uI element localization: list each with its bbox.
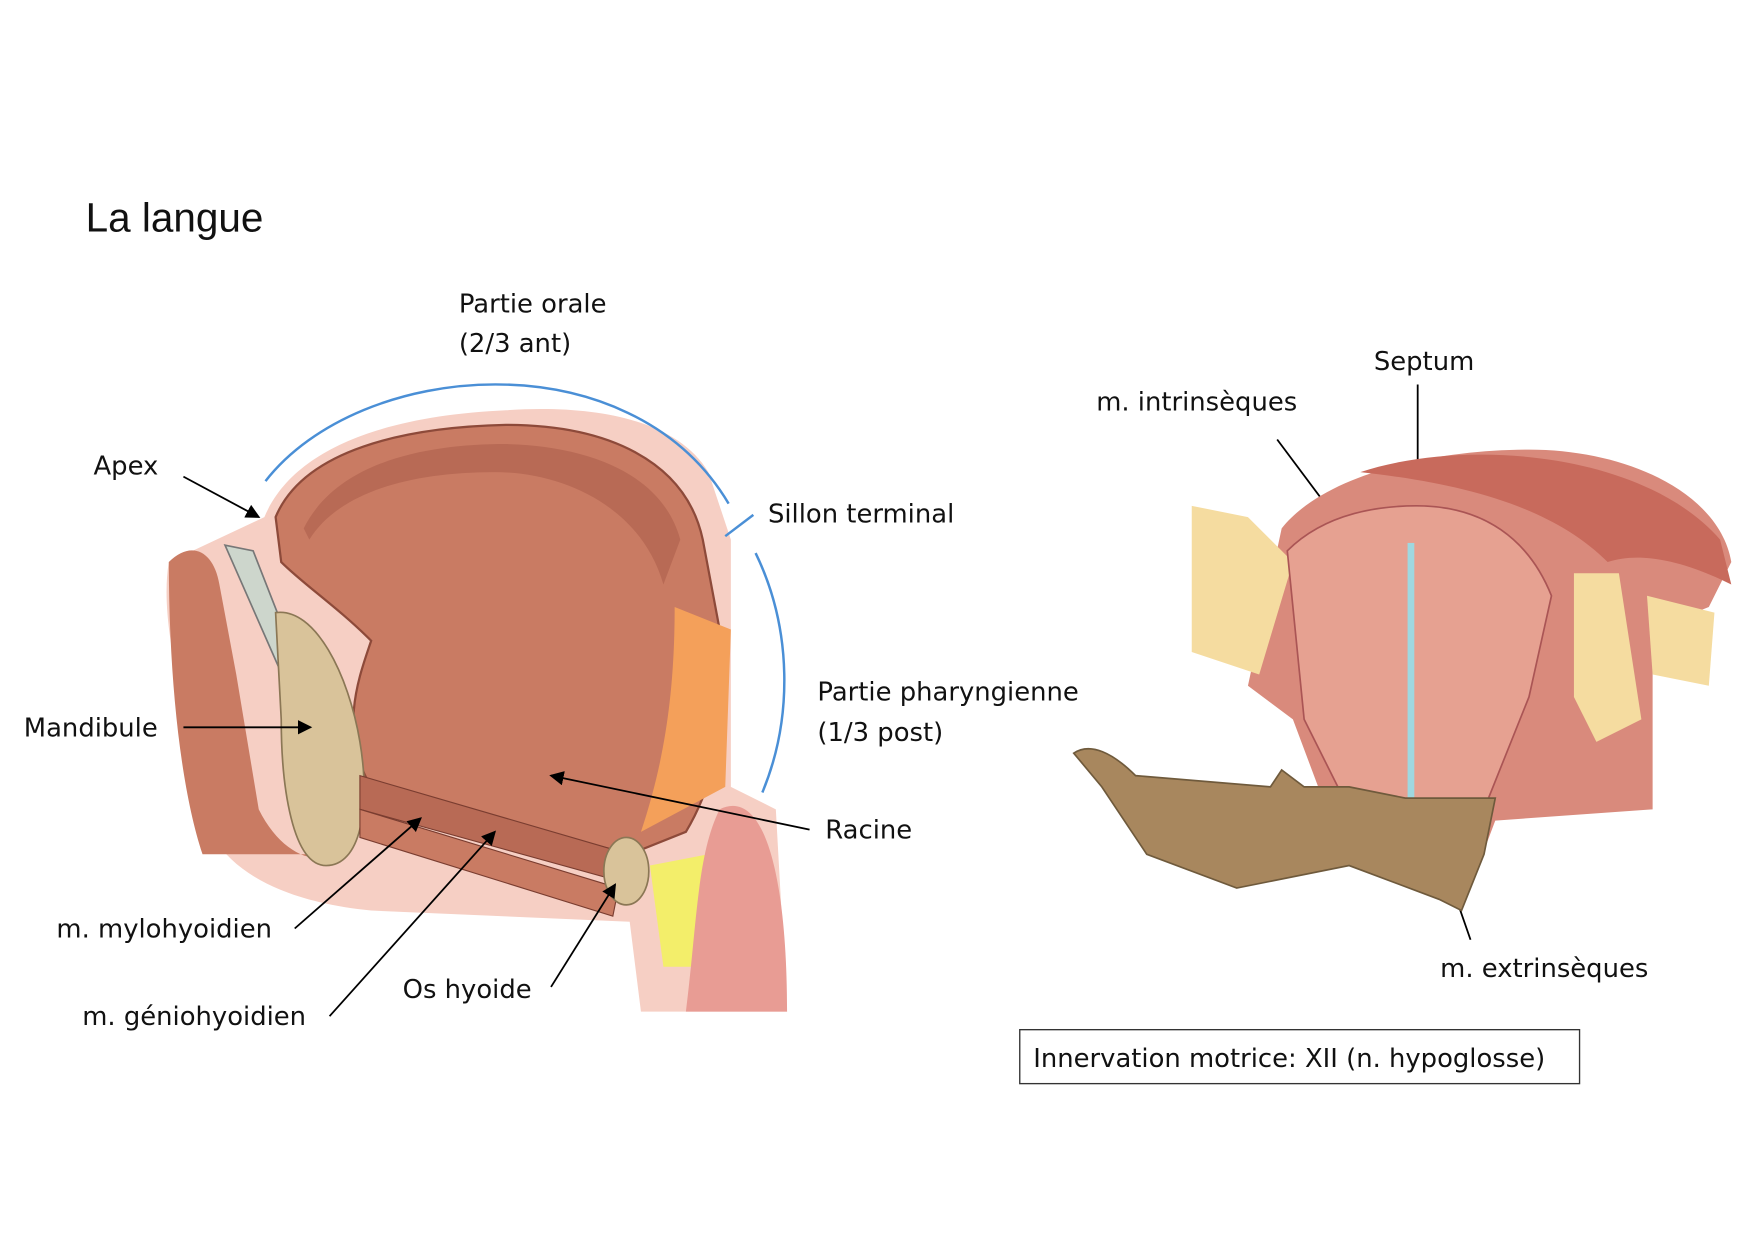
label-partie-orale-sub: (2/3 ant) [459,329,571,359]
label-m-extrinseques: m. extrinsèques [1440,954,1648,984]
partie-pharyngienne-bracket [754,552,786,793]
label-partie-pharyngienne: Partie pharyngienne [817,677,1078,707]
label-m-intrinseques: m. intrinsèques [1096,387,1297,417]
slide-title: La langue [86,195,264,241]
label-apex: Apex [94,451,159,481]
label-sillon-terminal: Sillon terminal [768,500,954,530]
sillon-terminal-arrow [724,513,755,538]
label-racine: Racine [825,816,912,846]
label-os-hyoide: Os hyoide [403,975,532,1005]
coronal-tongue-illustration [1072,449,1732,912]
label-mandibule: Mandibule [24,713,158,743]
label-mylohyoidien: m. mylohyoidien [56,914,272,944]
label-geniohyoidien: m. géniohyoidien [82,1002,306,1032]
label-partie-orale: Partie orale [459,289,607,319]
partie-orale-bracket [264,383,730,505]
sagittal-tongue-illustration [166,408,788,1012]
label-partie-pharyngienne-sub: (1/3 post) [817,718,943,748]
innervation-note-box: Innervation motrice: XII (n. hypoglosse) [1019,1028,1581,1085]
label-septum: Septum [1374,347,1474,377]
innervation-note: Innervation motrice: XII (n. hypoglosse) [1033,1044,1545,1074]
